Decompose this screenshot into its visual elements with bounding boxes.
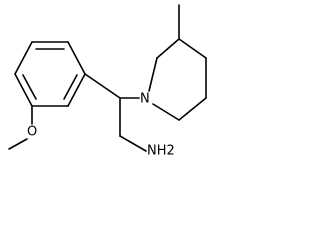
oxygen-methyl-bond xyxy=(8,138,28,150)
nitrogen-atom-label: N xyxy=(140,92,150,107)
chemical-structure: O NH2 N xyxy=(8,4,207,159)
amine-label: NH2 xyxy=(147,144,175,159)
aryl-methine-bond xyxy=(84,73,121,99)
oxygen-atom-label: O xyxy=(27,125,37,140)
benzene-bond xyxy=(67,73,86,107)
piperidine-bond xyxy=(156,38,180,59)
methoxy-group: O xyxy=(8,105,37,150)
benzene-ring xyxy=(14,41,86,107)
ethylamine-chain: NH2 xyxy=(84,73,175,159)
benzene-bond xyxy=(67,41,86,75)
piperidine-bond xyxy=(152,103,180,121)
piperidine-bond xyxy=(178,97,207,121)
methylene-amine-bond xyxy=(119,135,147,152)
benzene-inner-double-bond xyxy=(63,74,78,100)
benzene-inner-double-bond xyxy=(22,74,37,100)
piperidine-bond xyxy=(148,57,158,92)
benzene-bond xyxy=(14,41,33,75)
methylpiperidine-ring: N xyxy=(119,4,207,121)
benzene-bond xyxy=(14,73,33,107)
piperidine-bond xyxy=(178,38,207,59)
